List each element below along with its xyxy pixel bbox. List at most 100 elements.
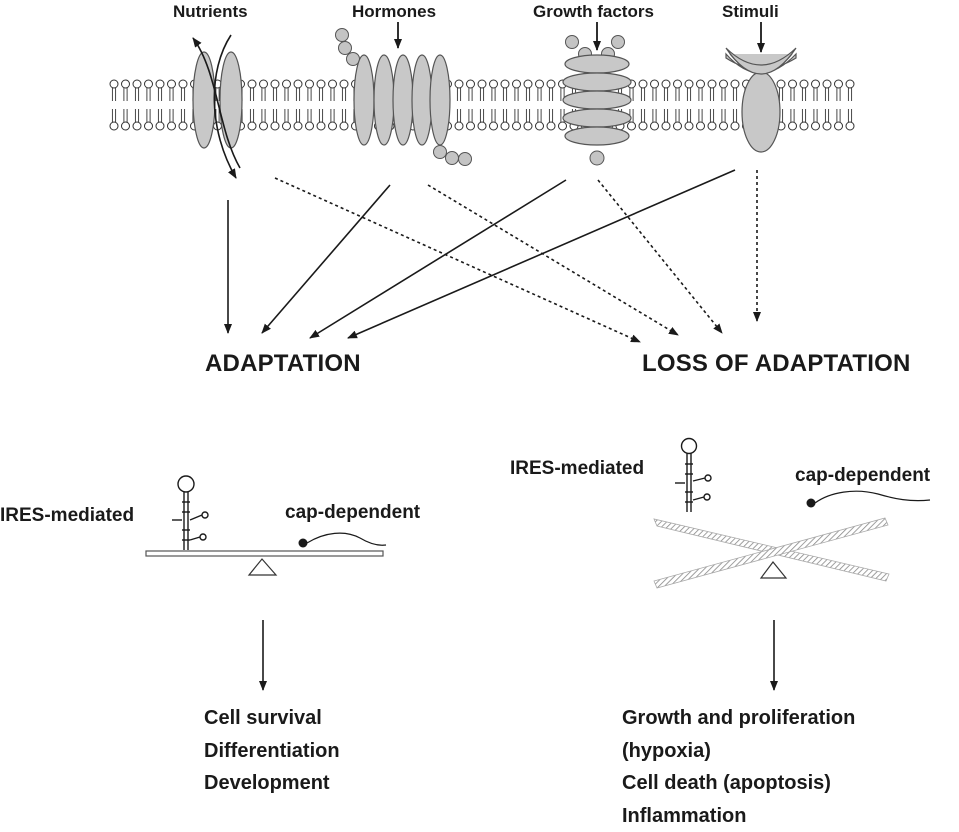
lipid-head <box>133 122 141 130</box>
ires-mediated-label-right: IRES-mediated <box>510 458 644 480</box>
lipid-head <box>168 122 176 130</box>
lipid-head <box>110 122 118 130</box>
result-item: Development <box>204 767 340 800</box>
lipid-head <box>547 80 555 88</box>
ires-mediated-label-left: IRES-mediated <box>0 505 134 527</box>
lipid-head <box>513 80 521 88</box>
lipid-head <box>823 80 831 88</box>
lipid-head <box>283 80 291 88</box>
lipid-head <box>329 122 337 130</box>
lipid-head <box>639 80 647 88</box>
lipid-head <box>662 80 670 88</box>
lipid-head <box>651 122 659 130</box>
lipid-head <box>490 80 498 88</box>
lipid-head <box>248 80 256 88</box>
lipid-head <box>835 80 843 88</box>
nutrients-label: Nutrients <box>173 2 248 22</box>
lipid-head <box>179 122 187 130</box>
lipid-head <box>513 122 521 130</box>
lipid-head <box>478 122 486 130</box>
lipid-head <box>455 122 463 130</box>
lipid-head <box>306 122 314 130</box>
lipid-head <box>651 80 659 88</box>
lipid-head <box>697 122 705 130</box>
lipid-head <box>812 122 820 130</box>
result-item: Cell death (apoptosis) <box>622 767 855 800</box>
lipid-head <box>145 122 153 130</box>
lipid-head <box>812 80 820 88</box>
lipid-head <box>720 122 728 130</box>
left-results-list: Cell survival Differentiation Developmen… <box>204 702 340 800</box>
lipid-head <box>697 80 705 88</box>
lipid-head <box>306 80 314 88</box>
growth-factors-label: Growth factors <box>533 2 654 22</box>
lipid-head <box>685 122 693 130</box>
lipid-head <box>248 122 256 130</box>
lipid-head <box>122 122 130 130</box>
lipid-head <box>559 122 567 130</box>
lipid-head <box>122 80 130 88</box>
lipid-head <box>260 122 268 130</box>
result-item: Inflammation <box>622 800 855 832</box>
lipid-head <box>478 80 486 88</box>
ires-stem-loop-right-icon <box>675 439 711 513</box>
lipid-head <box>283 122 291 130</box>
lipid-head <box>467 80 475 88</box>
lipid-head <box>846 122 854 130</box>
lipid-head <box>720 80 728 88</box>
lipid-head <box>846 80 854 88</box>
lipid-head <box>777 80 785 88</box>
lipid-head <box>260 80 268 88</box>
lipid-head <box>628 122 636 130</box>
lipid-head <box>501 122 509 130</box>
stimuli-label: Stimuli <box>722 2 779 22</box>
nutrient-transporter <box>193 35 242 178</box>
lipid-head <box>708 80 716 88</box>
loss-of-adaptation-heading: LOSS OF ADAPTATION <box>642 350 910 378</box>
lipid-head <box>490 122 498 130</box>
lipid-head <box>536 122 544 130</box>
lipid-head <box>329 80 337 88</box>
lipid-head <box>662 122 670 130</box>
lipid-head <box>800 80 808 88</box>
lipid-head <box>800 122 808 130</box>
result-item: Differentiation <box>204 735 340 768</box>
lipid-head <box>467 122 475 130</box>
lipid-head <box>547 122 555 130</box>
lipid-head <box>271 122 279 130</box>
lipid-head <box>501 80 509 88</box>
lipid-head <box>639 122 647 130</box>
lipid-head <box>294 80 302 88</box>
cap-mrna-left-icon <box>299 533 387 547</box>
lipid-head <box>789 122 797 130</box>
growth-factor-receptor <box>563 22 631 165</box>
result-item: (hypoxia) <box>622 735 855 768</box>
right-results-list: Growth and proliferation (hypoxia) Cell … <box>622 702 855 832</box>
lipid-head <box>145 80 153 88</box>
lipid-head <box>156 122 164 130</box>
lipid-head <box>340 80 348 88</box>
lipid-head <box>455 80 463 88</box>
lipid-head <box>317 80 325 88</box>
lipid-head <box>133 80 141 88</box>
lipid-head <box>110 80 118 88</box>
lipid-head <box>317 122 325 130</box>
hormone-receptor <box>336 22 472 166</box>
result-item: Growth and proliferation <box>622 702 855 735</box>
lipid-head <box>536 80 544 88</box>
lipid-head <box>524 80 532 88</box>
lipid-head <box>835 122 843 130</box>
signal-arrows <box>228 170 757 342</box>
lipid-head <box>340 122 348 130</box>
lipid-head <box>674 80 682 88</box>
cap-dependent-label-left: cap-dependent <box>285 502 420 524</box>
lipid-head <box>731 122 739 130</box>
hormones-label: Hormones <box>352 2 436 22</box>
result-item: Cell survival <box>204 702 340 735</box>
lipid-head <box>271 80 279 88</box>
lipid-head <box>179 80 187 88</box>
lipid-head <box>823 122 831 130</box>
lipid-head <box>156 80 164 88</box>
ires-stem-loop-left-icon <box>172 476 208 550</box>
